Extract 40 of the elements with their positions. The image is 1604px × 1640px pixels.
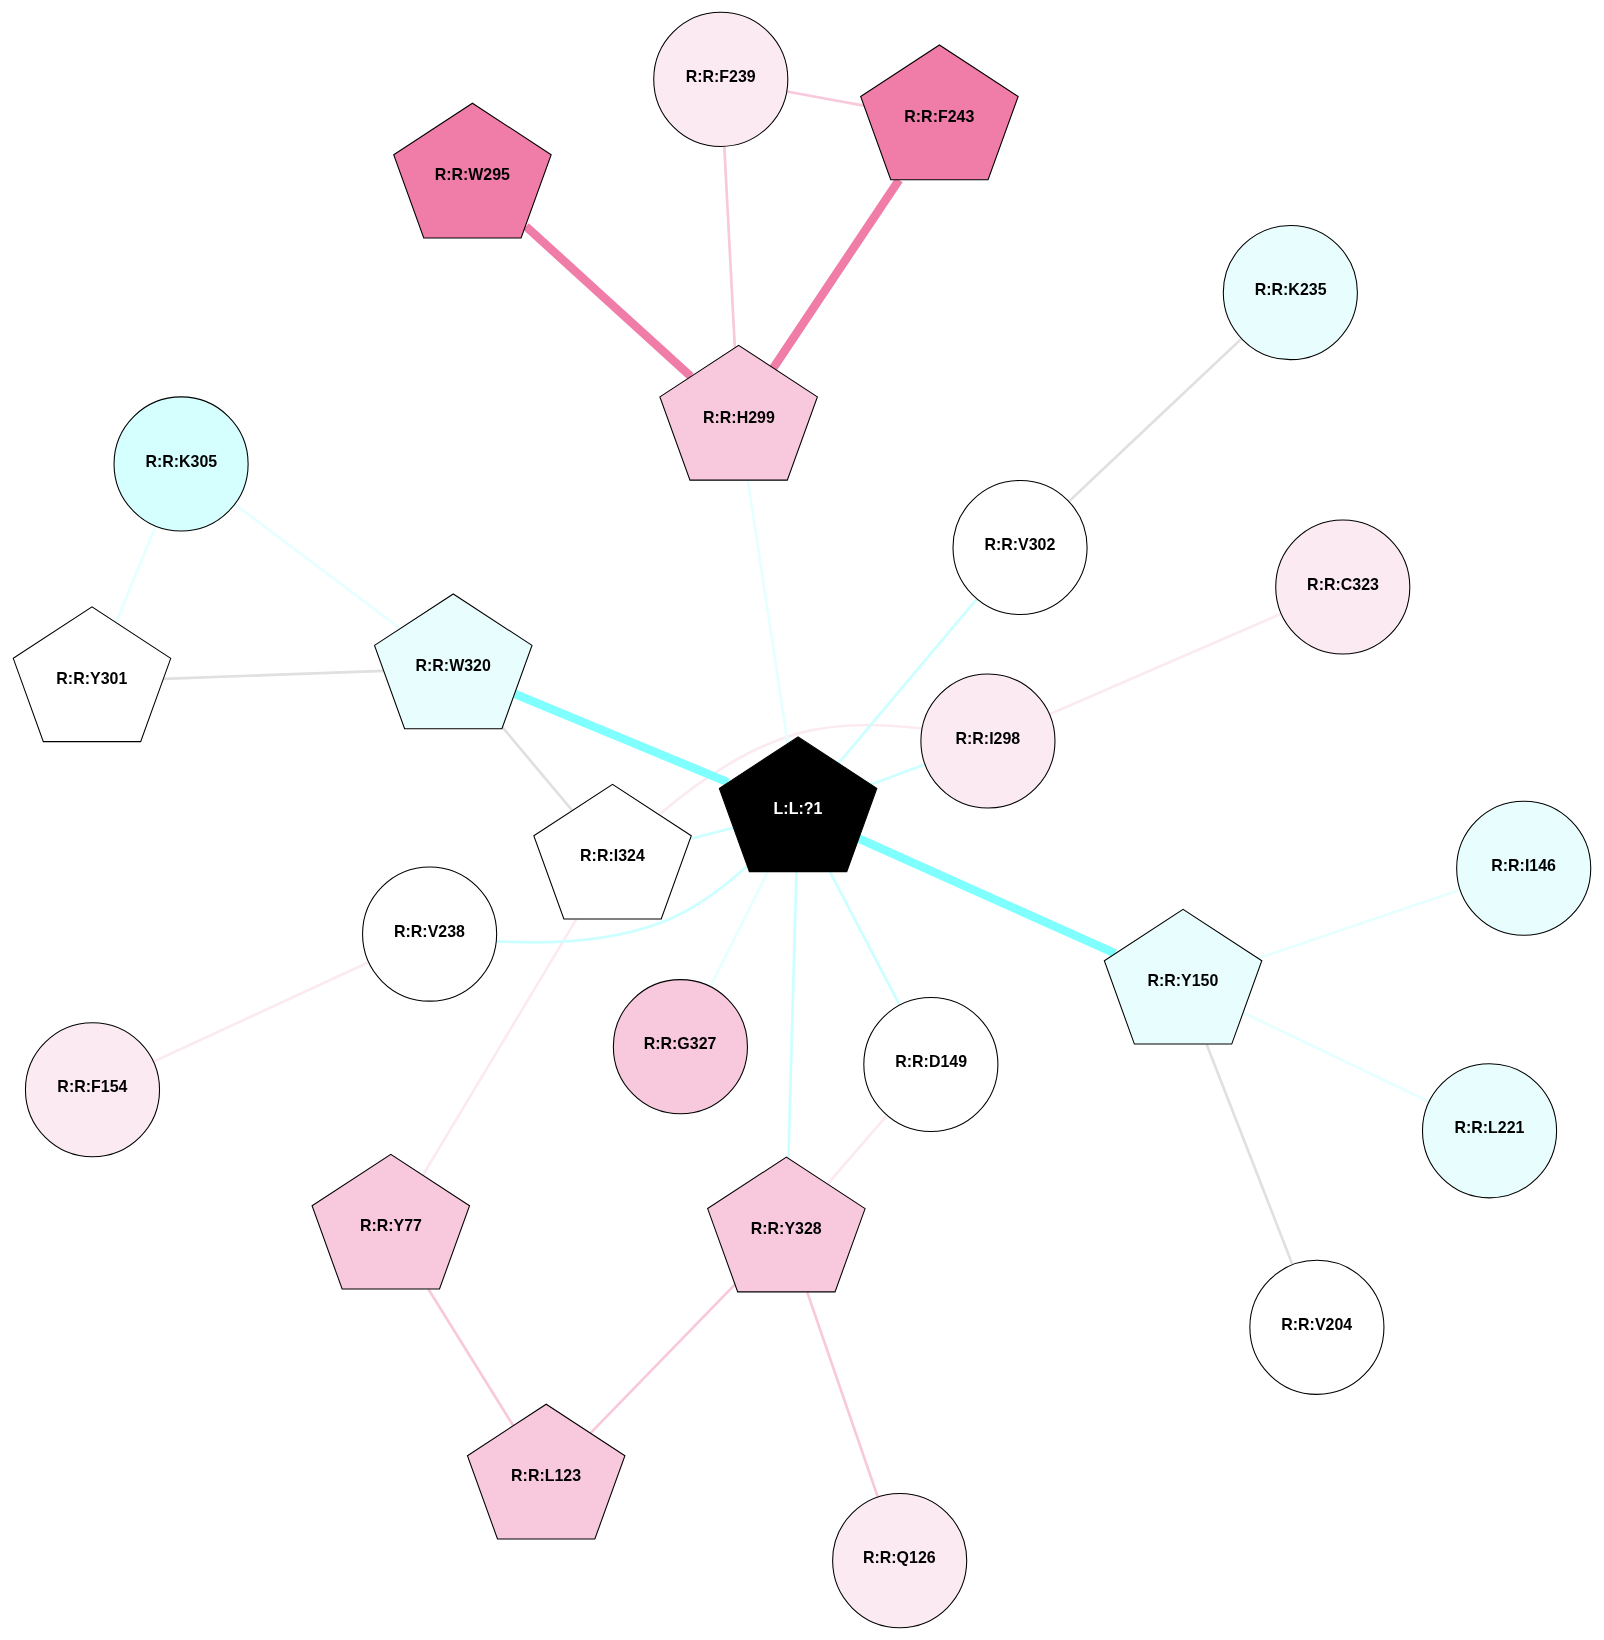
connector bbox=[513, 690, 730, 787]
node-circle: R:R:Q126 bbox=[832, 1493, 968, 1629]
node-circle: R:R:V302 bbox=[952, 479, 1088, 616]
node-circle: R:R:I298 bbox=[920, 673, 1056, 809]
connector bbox=[689, 826, 734, 841]
node-circle: R:R:F239 bbox=[653, 11, 789, 147]
node-circle: R:R:G327 bbox=[612, 979, 748, 1115]
connector bbox=[496, 865, 749, 944]
connector bbox=[501, 726, 573, 812]
connector bbox=[1068, 337, 1243, 503]
node-circle: R:R:V204 bbox=[1249, 1259, 1385, 1395]
connector bbox=[722, 146, 737, 348]
node-circle: R:R:V238 bbox=[362, 866, 498, 1002]
connector bbox=[805, 1291, 880, 1498]
node-circle: R:R:I146 bbox=[1456, 800, 1592, 936]
connector bbox=[234, 503, 401, 630]
connector bbox=[523, 223, 694, 380]
node-circle: R:R:D149 bbox=[863, 996, 999, 1133]
connector bbox=[114, 525, 157, 623]
connector bbox=[1257, 888, 1461, 960]
connector bbox=[589, 1283, 736, 1435]
connector bbox=[658, 723, 922, 816]
connector bbox=[163, 669, 384, 681]
connector bbox=[828, 871, 901, 1006]
node-circle: R:R:C323 bbox=[1275, 519, 1411, 655]
connector bbox=[857, 834, 1117, 958]
connector bbox=[837, 598, 978, 764]
node-circle: R:R:K305 bbox=[113, 396, 249, 532]
connector bbox=[746, 480, 790, 744]
connector bbox=[1049, 612, 1282, 716]
connector bbox=[870, 763, 926, 786]
node-circle: R:R:F154 bbox=[24, 1022, 161, 1158]
connector bbox=[826, 1114, 888, 1185]
node-circle: R:R:K235 bbox=[1222, 225, 1358, 361]
connector bbox=[786, 90, 865, 107]
connector bbox=[1242, 1011, 1430, 1103]
node-circle: R:R:L221 bbox=[1422, 1063, 1558, 1199]
connector bbox=[152, 961, 370, 1063]
connector bbox=[709, 871, 770, 988]
connector bbox=[787, 871, 798, 1159]
